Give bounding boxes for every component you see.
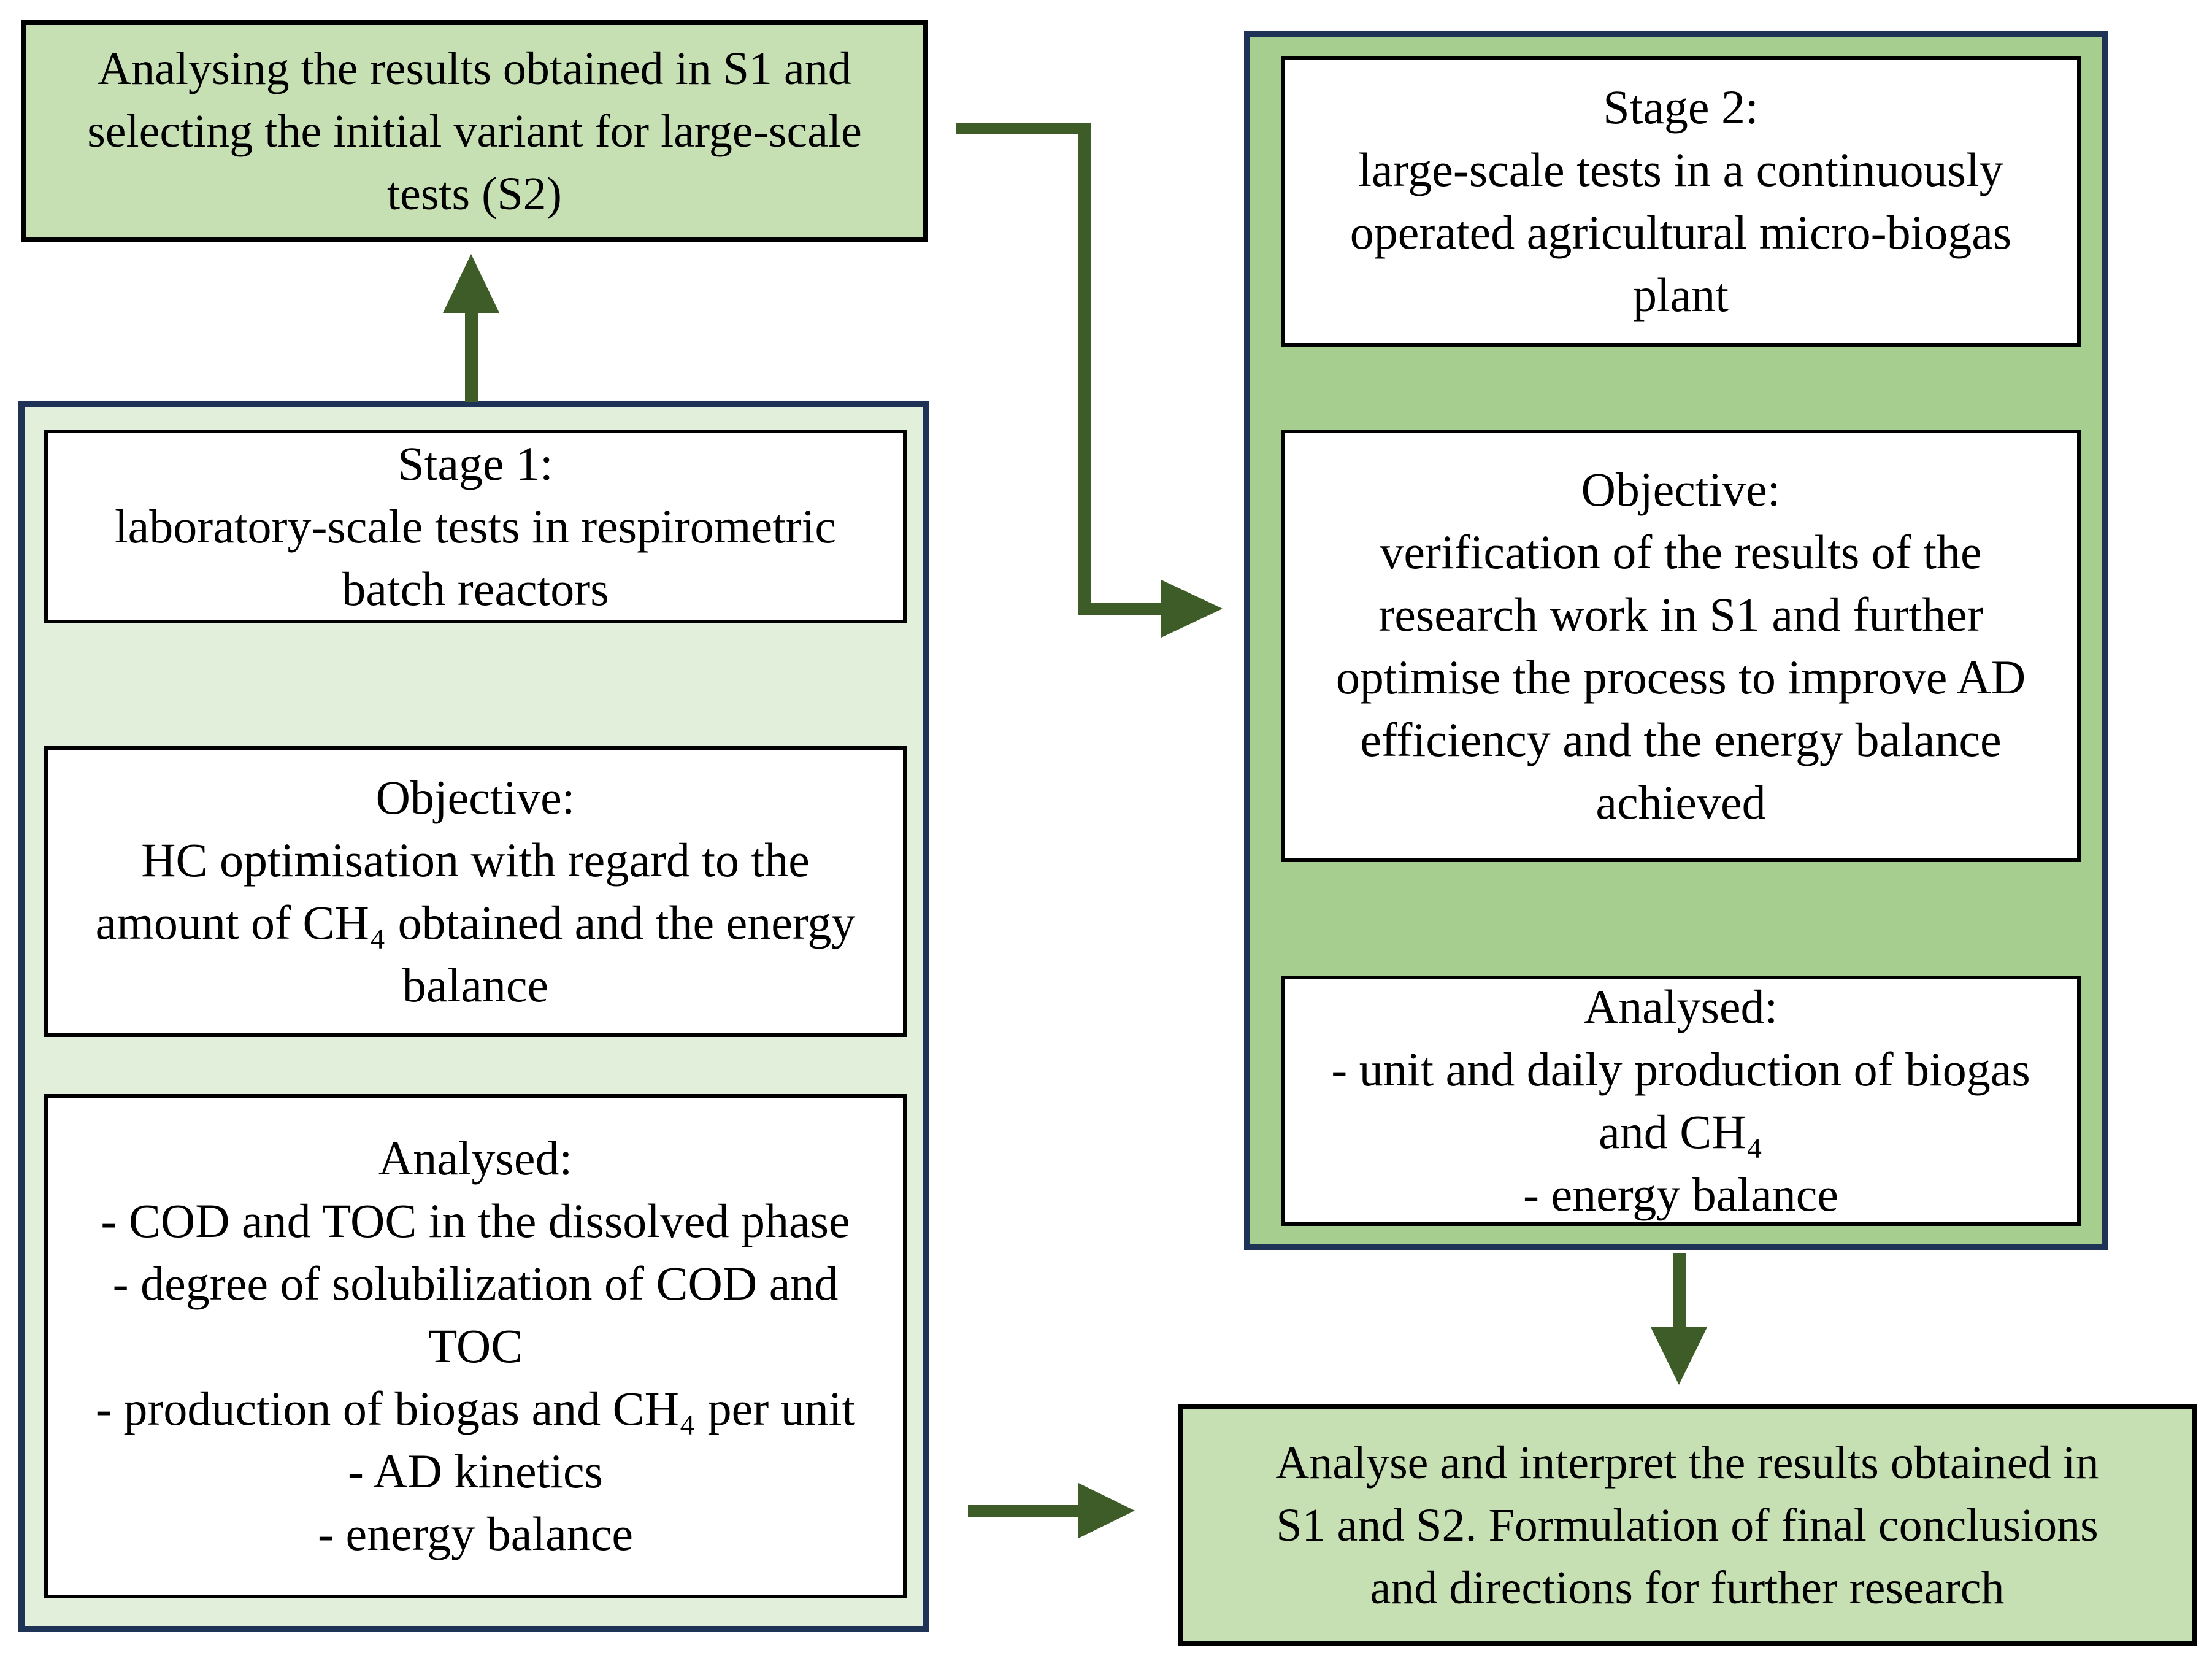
text-line: and directions for further research [1370,1562,2005,1614]
text-line: laboratory-scale tests in respirometric [114,499,837,553]
down-arrow-shaft [1673,1253,1686,1327]
text-line: balance [402,958,549,1012]
text-line: optimise the process to improve AD [1335,650,2026,704]
up-arrow-head [443,254,499,313]
text-line: TOC [428,1319,523,1373]
text-line: HC optimisation with regard to the [141,833,810,887]
stage2-container: Stage 2: large-scale tests in a continuo… [1244,31,2108,1250]
text-line: - COD and TOC in the dissolved phase [101,1194,850,1247]
text-line: - energy balance [1523,1168,1838,1221]
text-line: plant [1633,268,1729,322]
stage1-title-body: laboratory-scale tests in respirometric b… [115,495,836,620]
text-line: research work in S1 and further [1378,587,1983,641]
down-arrow-head [1651,1327,1707,1385]
text-line: Analysing the results obtained in S1 and [98,42,851,94]
conclusion-box: Analyse and interpret the results obtain… [1178,1404,2197,1646]
text-line: achieved [1596,775,1766,829]
stage2-objective-box: Objective: verification of the results o… [1281,430,2081,862]
text-line: - AD kinetics [348,1444,603,1498]
elbow-arrow-top-segment [956,123,1091,134]
text-line: large-scale tests in a continuously [1358,143,2003,196]
stage2-objective-body: verification of the results of the resear… [1336,521,2026,834]
text-line: selecting the initial variant for large-… [87,105,862,157]
right-arrow-head [1078,1483,1135,1538]
text-line: - unit and daily production of biogas [1331,1042,2030,1096]
elbow-arrow-bottom-segment [1078,603,1161,615]
text-line: and CH₄ [1599,1105,1763,1158]
right-arrow-shaft [968,1505,1078,1517]
selection-note-text: Analysing the results obtained in S1 and… [87,37,862,225]
stage1-objective-heading: Objective: [375,771,575,824]
stage2-title-box: Stage 2: large-scale tests in a continuo… [1281,56,2081,347]
text-line: batch reactors [342,562,609,615]
text-line: - production of biogas and CH₄ per unit [95,1382,856,1435]
stage2-title-body: large-scale tests in a continuously opera… [1350,139,2012,326]
text-line: Analyse and interpret the results obtain… [1275,1436,2099,1489]
text-line: efficiency and the energy balance [1360,712,2002,766]
text-line: - energy balance [318,1507,633,1560]
text-line: S1 and S2. Formulation of final conclusi… [1276,1499,2099,1551]
elbow-arrow-head [1161,580,1223,638]
stage1-title-heading: Stage 1: [397,437,553,490]
conclusion-text: Analyse and interpret the results obtain… [1275,1431,2099,1619]
stage1-analysed-items: - COD and TOC in the dissolved phase - de… [96,1190,855,1565]
stage2-analysed-items: - unit and daily production of biogas and… [1331,1038,2030,1226]
text-line: verification of the results of the [1380,525,1982,579]
stage2-title-heading: Stage 2: [1603,80,1759,134]
stage1-container: Stage 1: laboratory-scale tests in respi… [18,401,929,1632]
stage2-analysed-heading: Analysed: [1583,980,1778,1033]
stage1-objective-body: HC optimisation with regard to the amount… [96,829,856,1017]
text-line: tests (S2) [386,168,562,220]
text-line: amount of CH₄ obtained and the energy [95,896,856,949]
stage1-analysed-box: Analysed: - COD and TOC in the dissolved… [44,1094,907,1598]
up-arrow-shaft [465,310,478,402]
stage2-objective-heading: Objective: [1581,462,1781,516]
elbow-arrow-vertical-segment [1078,123,1091,615]
text-line: - degree of solubilization of COD and [112,1257,839,1310]
stage1-title-box: Stage 1: laboratory-scale tests in respi… [44,430,907,623]
stage1-objective-box: Objective: HC optimisation with regard t… [44,746,907,1037]
stage1-analysed-heading: Analysed: [378,1131,573,1185]
text-line: operated agricultural micro-biogas [1350,206,2012,259]
selection-note-box: Analysing the results obtained in S1 and… [21,20,928,242]
stage2-analysed-box: Analysed: - unit and daily production of… [1281,976,2081,1226]
